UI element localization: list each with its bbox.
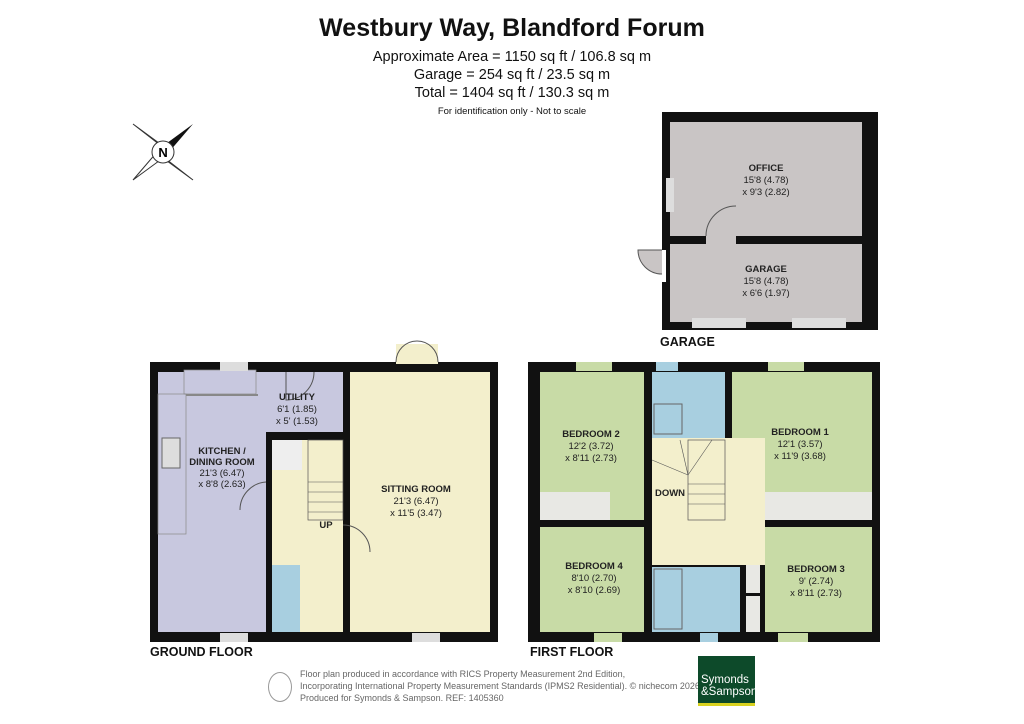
- office-room: [670, 122, 862, 236]
- footer-text: Floor plan produced in accordance with R…: [300, 669, 703, 703]
- svg-text:12'1 (3.57): 12'1 (3.57): [777, 439, 822, 450]
- svg-text:x 11'5 (3.47): x 11'5 (3.47): [390, 508, 442, 519]
- ground-floor-plan: UTILITY 6'1 (1.85) x 5' (1.53) KITCHEN /…: [150, 340, 498, 659]
- svg-text:21'3 (6.47): 21'3 (6.47): [393, 496, 438, 507]
- svg-text:BEDROOM 1: BEDROOM 1: [771, 427, 829, 438]
- svg-text:OFFICE: OFFICE: [749, 163, 784, 174]
- svg-text:x 8'11 (2.73): x 8'11 (2.73): [790, 588, 842, 599]
- garage-area: Garage = 254 sq ft / 23.5 sq m: [413, 67, 611, 83]
- compass-icon: N: [132, 123, 194, 181]
- first-floor-plan: BEDROOM 2 12'2 (3.72) x 8'11 (2.73) BEDR…: [528, 362, 880, 659]
- svg-text:DINING ROOM: DINING ROOM: [189, 457, 255, 468]
- svg-text:9' (2.74): 9' (2.74): [799, 576, 834, 587]
- page-title: Westbury Way, Blandford Forum: [319, 14, 705, 42]
- window: [666, 178, 674, 212]
- svg-text:BEDROOM 4: BEDROOM 4: [565, 561, 623, 572]
- kitchen-room: [158, 372, 266, 632]
- wc: [272, 565, 300, 632]
- utility-room: [266, 372, 343, 432]
- bedroom-3: [765, 527, 872, 632]
- svg-text:x 6'6 (1.97): x 6'6 (1.97): [742, 288, 789, 299]
- first-floor-label: FIRST FLOOR: [530, 645, 613, 659]
- compass-label: N: [158, 145, 167, 160]
- svg-text:UTILITY: UTILITY: [279, 392, 316, 403]
- bedroom-4: [540, 527, 644, 632]
- svg-text:x 9'3 (2.82): x 9'3 (2.82): [742, 187, 789, 198]
- svg-text:UP: UP: [319, 520, 333, 531]
- garage-door: [792, 318, 846, 328]
- person-icon: [268, 672, 292, 702]
- ground-floor-label: GROUND FLOOR: [150, 645, 253, 659]
- svg-text:8'10 (2.70): 8'10 (2.70): [571, 573, 616, 584]
- scale-note: For identification only - Not to scale: [437, 106, 587, 117]
- garage-door: [692, 318, 746, 328]
- svg-text:x 11'9 (3.68): x 11'9 (3.68): [774, 451, 826, 462]
- svg-text:KITCHEN /: KITCHEN /: [198, 446, 246, 457]
- svg-text:x 8'11 (2.73): x 8'11 (2.73): [565, 453, 617, 464]
- svg-text:x 8'10 (2.69): x 8'10 (2.69): [568, 585, 621, 596]
- svg-text:BEDROOM 3: BEDROOM 3: [787, 564, 845, 575]
- svg-text:6'1 (1.85): 6'1 (1.85): [277, 404, 317, 415]
- garage-label: GARAGE: [660, 335, 715, 349]
- svg-text:BEDROOM 2: BEDROOM 2: [562, 429, 620, 440]
- svg-text:21'3 (6.47): 21'3 (6.47): [199, 468, 244, 479]
- garage-plan: OFFICE 15'8 (4.78) x 9'3 (2.82) GARAGE 1…: [637, 112, 878, 349]
- svg-text:15'8 (4.78): 15'8 (4.78): [743, 175, 788, 186]
- svg-text:GARAGE: GARAGE: [745, 264, 787, 275]
- svg-text:12'2 (3.72): 12'2 (3.72): [568, 441, 613, 452]
- approx-area: Approximate Area = 1150 sq ft / 106.8 sq…: [372, 49, 652, 65]
- svg-text:15'8 (4.78): 15'8 (4.78): [743, 276, 788, 287]
- svg-text:x 5' (1.53): x 5' (1.53): [276, 416, 318, 427]
- total-area: Total = 1404 sq ft / 130.3 sq m: [414, 85, 610, 101]
- svg-text:SITTING ROOM: SITTING ROOM: [381, 484, 451, 495]
- sitting-room: [350, 372, 490, 632]
- garage-room: [670, 244, 862, 322]
- brand-logo: Symonds &Sampson: [698, 656, 757, 706]
- svg-text:DOWN: DOWN: [655, 488, 685, 499]
- svg-text:x 8'8 (2.63): x 8'8 (2.63): [198, 479, 245, 490]
